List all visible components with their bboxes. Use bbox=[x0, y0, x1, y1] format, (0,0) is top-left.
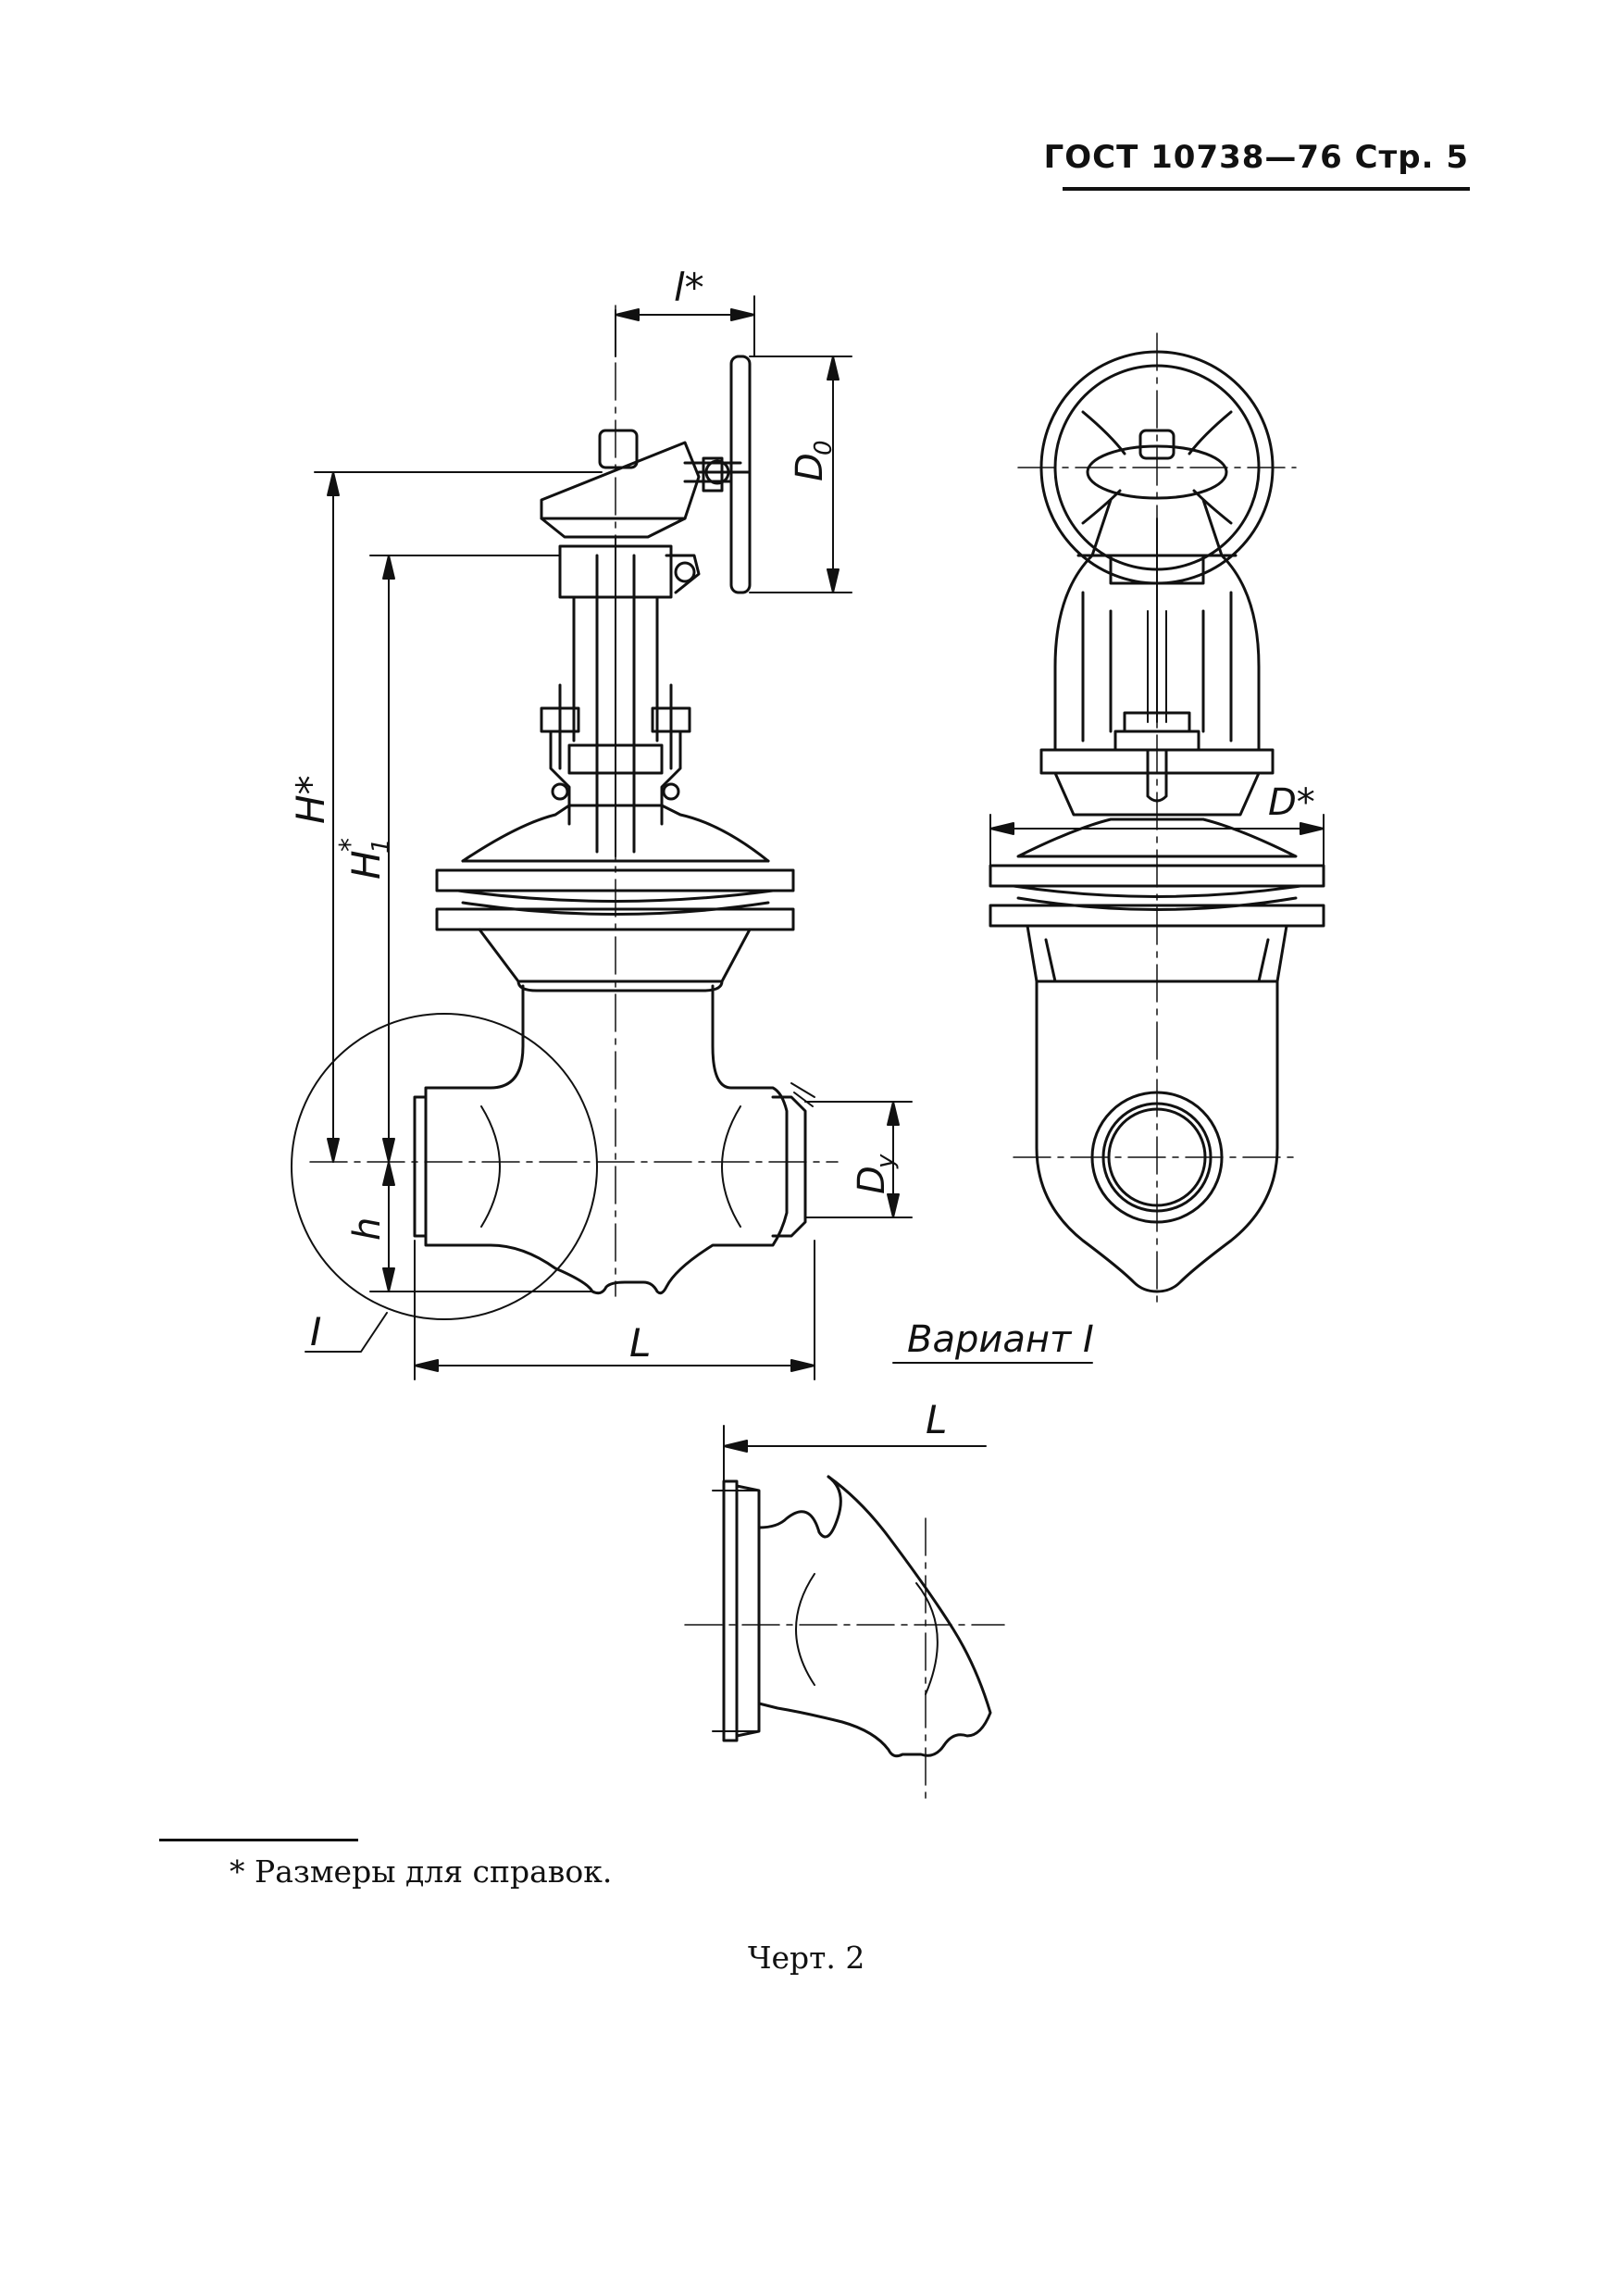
label-h: h bbox=[346, 1217, 389, 1241]
label-Dy: D bbox=[851, 1166, 893, 1194]
variant-detail bbox=[684, 1425, 1005, 1802]
label-l-star: l* bbox=[674, 265, 704, 310]
page-number: Стр. 5 bbox=[1354, 139, 1469, 176]
label-Dy-sub: y bbox=[872, 1154, 900, 1169]
label-H1-sup: * bbox=[334, 838, 367, 852]
standard-number: ГОСТ 10738—76 bbox=[1043, 139, 1343, 176]
label-detail-mark: I bbox=[310, 1309, 321, 1354]
footnote: * Размеры для справок. bbox=[230, 1853, 613, 1890]
figure-caption: Черт. 2 bbox=[748, 1940, 865, 1976]
front-view bbox=[291, 305, 839, 1353]
label-L-main: L bbox=[629, 1320, 651, 1366]
front-dimensions bbox=[314, 295, 913, 1380]
label-H-star: H* bbox=[288, 775, 333, 824]
header-rule bbox=[1063, 187, 1470, 191]
side-view bbox=[892, 332, 1325, 1364]
footnote-rule bbox=[159, 1839, 358, 1841]
label-H1-sub: 1 bbox=[367, 838, 395, 854]
label-D-star: D* bbox=[1268, 781, 1315, 824]
label-variant: Вариант I bbox=[907, 1318, 1094, 1361]
label-H1-star: H bbox=[343, 850, 389, 880]
page-header: ГОСТ 10738—76 Стр. 5 bbox=[1044, 139, 1469, 176]
dimension-labels: l* D 0 H* H 1 * D y h D* L I Вариант I L bbox=[288, 265, 1315, 1442]
label-D0-sub: 0 bbox=[810, 440, 838, 455]
label-L-variant: L bbox=[926, 1397, 947, 1442]
label-D0: D bbox=[789, 453, 831, 481]
